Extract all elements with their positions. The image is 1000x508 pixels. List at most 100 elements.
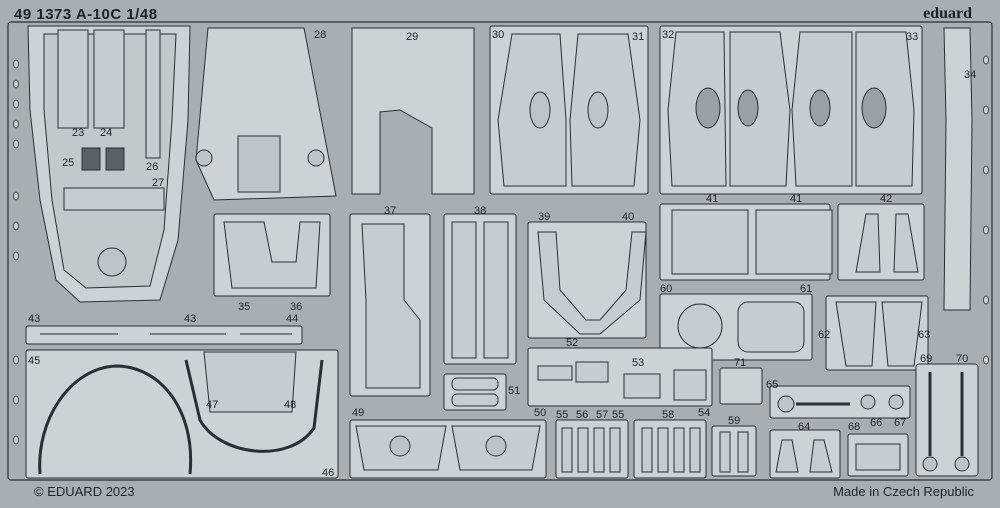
label-38: 38 [474,205,486,217]
part-33-hole-b [861,87,887,129]
label-28: 28 [314,29,326,41]
label-25: 25 [62,157,74,169]
label-71: 71 [734,357,746,369]
part-60-dial [677,303,723,349]
part-67-ring [888,394,904,410]
part-42-a [855,213,881,273]
part-71 [719,367,763,405]
part-39-40 [537,231,647,335]
label-33: 33 [906,31,918,43]
part-38-col-a [451,221,477,359]
label-48: 48 [284,399,296,411]
rivet-left-4 [13,119,19,129]
rivet-left-7 [13,221,19,231]
part-43-rod [25,325,303,345]
label-34: 34 [964,69,976,81]
label-67: 67 [894,417,906,429]
part-28-panel [195,27,337,201]
label-43b: 43 [184,313,196,325]
part-52-53-frame [527,347,713,407]
part-56 [577,427,589,473]
part-59-b [737,431,749,473]
label-65: 65 [766,379,778,391]
label-59: 59 [728,415,740,427]
part-35-36 [223,221,321,289]
label-24: 24 [100,127,112,139]
part-64-a [775,439,799,473]
label-53: 53 [632,357,644,369]
part-46 [184,359,324,453]
label-23: 23 [72,127,84,139]
label-27: 27 [152,177,164,189]
part-61-body [737,301,805,353]
part-65-ring [777,395,795,413]
part-68-body [855,443,901,471]
part-26-strip [145,29,161,159]
part-32-hole [695,87,721,129]
part-25-box [81,147,101,171]
label-26: 26 [146,161,158,173]
part-37 [361,223,421,389]
label-55b: 55 [612,409,624,421]
label-31: 31 [632,31,644,43]
part-51-a [451,377,499,391]
part-41-a [671,209,749,275]
rivet-left-8 [13,251,19,261]
label-35: 35 [238,301,250,313]
part-50-ring [485,435,507,457]
part-29 [351,27,475,195]
part-54-block [673,369,707,401]
label-37: 37 [384,205,396,217]
product-title: 49 1373 A-10C 1/48 [14,6,158,23]
side-rivets [13,55,989,445]
part-45 [38,364,193,475]
part-70-eye [954,456,970,472]
label-42: 42 [880,193,892,205]
rivet-right-1 [983,55,989,65]
part-31-hole [587,91,609,129]
rivet-left-6 [13,191,19,201]
part-38-col-b [483,221,509,359]
label-41a: 41 [706,193,718,205]
part-59-a [719,431,731,473]
part-33-hole [809,89,831,127]
label-60: 60 [660,283,672,295]
part-57 [593,427,605,473]
label-61: 61 [800,283,812,295]
label-29: 29 [406,31,418,43]
label-49: 49 [352,407,364,419]
label-43a: 43 [28,313,40,325]
label-30: 30 [492,29,504,41]
part-41-b [755,209,833,275]
part-28-disc-left [195,149,213,167]
part-34 [943,27,973,311]
rivet-right-3 [983,165,989,175]
label-64: 64 [798,421,810,433]
origin-text: Made in Czech Republic [833,484,974,499]
part-42-b [893,213,919,273]
label-63: 63 [918,329,930,341]
part-52-a [537,365,573,381]
part-64-b [809,439,833,473]
part-62 [835,301,877,367]
part-25b-box [105,147,125,171]
part-32-hole-b [737,89,759,127]
label-45: 45 [28,355,40,367]
label-39: 39 [538,211,550,223]
label-51: 51 [508,385,520,397]
part-47-48 [203,351,297,413]
part-66-ring [860,394,876,410]
rivet-left-3 [13,99,19,109]
part-49-ring [389,435,411,457]
part-27-strip [63,187,165,211]
label-66: 66 [870,417,882,429]
label-32: 32 [662,29,674,41]
rivet-right-5 [983,295,989,305]
label-55a: 55 [556,409,568,421]
brand-logo-text: eduard [923,5,972,22]
rivet-left-11 [13,435,19,445]
part-52-b [575,361,609,383]
rivet-right-2 [983,105,989,115]
label-46: 46 [322,467,334,479]
